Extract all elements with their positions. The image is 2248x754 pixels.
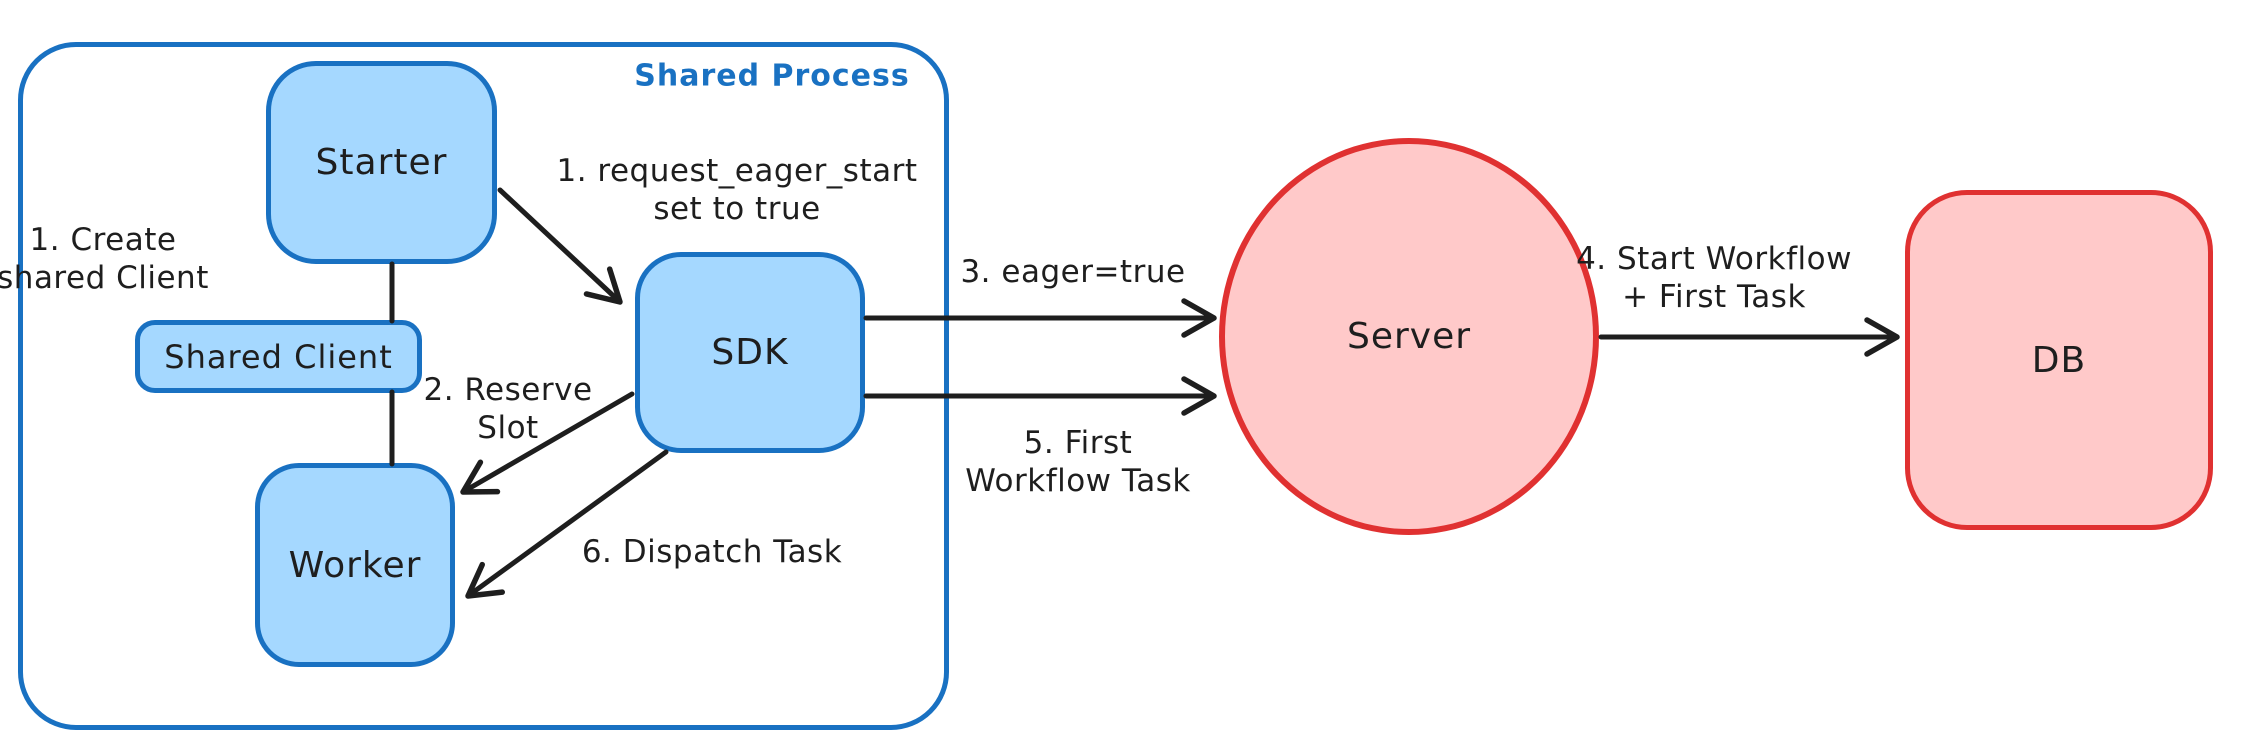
- annotation-eager-true: 3. eager=true: [960, 254, 1186, 290]
- sdk-node: SDK: [635, 252, 865, 453]
- shared-client-label: Shared Client: [164, 337, 393, 376]
- server-node: Server: [1219, 138, 1599, 535]
- worker-label: Worker: [288, 544, 422, 586]
- annotation-first-workflow-task: 5. First Workflow Task: [965, 425, 1191, 499]
- annotation-reserve-slot: 2. Reserve Slot: [423, 372, 593, 446]
- shared-client-node: Shared Client: [135, 320, 422, 393]
- worker-node: Worker: [255, 463, 455, 667]
- starter-node: Starter: [266, 61, 497, 264]
- shared-process-title: Shared Process: [634, 58, 910, 94]
- sdk-label: SDK: [711, 332, 789, 373]
- annotation-dispatch-task: 6. Dispatch Task: [581, 534, 843, 570]
- annotation-request-eager-start: 1. request_eager_start set to true: [556, 153, 918, 227]
- server-label: Server: [1346, 316, 1472, 357]
- db-node: DB: [1905, 190, 2213, 530]
- annotation-start-workflow-first-task: 4. Start Workflow + First Task: [1576, 241, 1852, 315]
- annotation-create-shared-client: 1. Create shared Client: [0, 222, 209, 296]
- db-label: DB: [2031, 339, 2087, 381]
- starter-label: Starter: [315, 142, 448, 183]
- shared-process-container: [18, 42, 949, 730]
